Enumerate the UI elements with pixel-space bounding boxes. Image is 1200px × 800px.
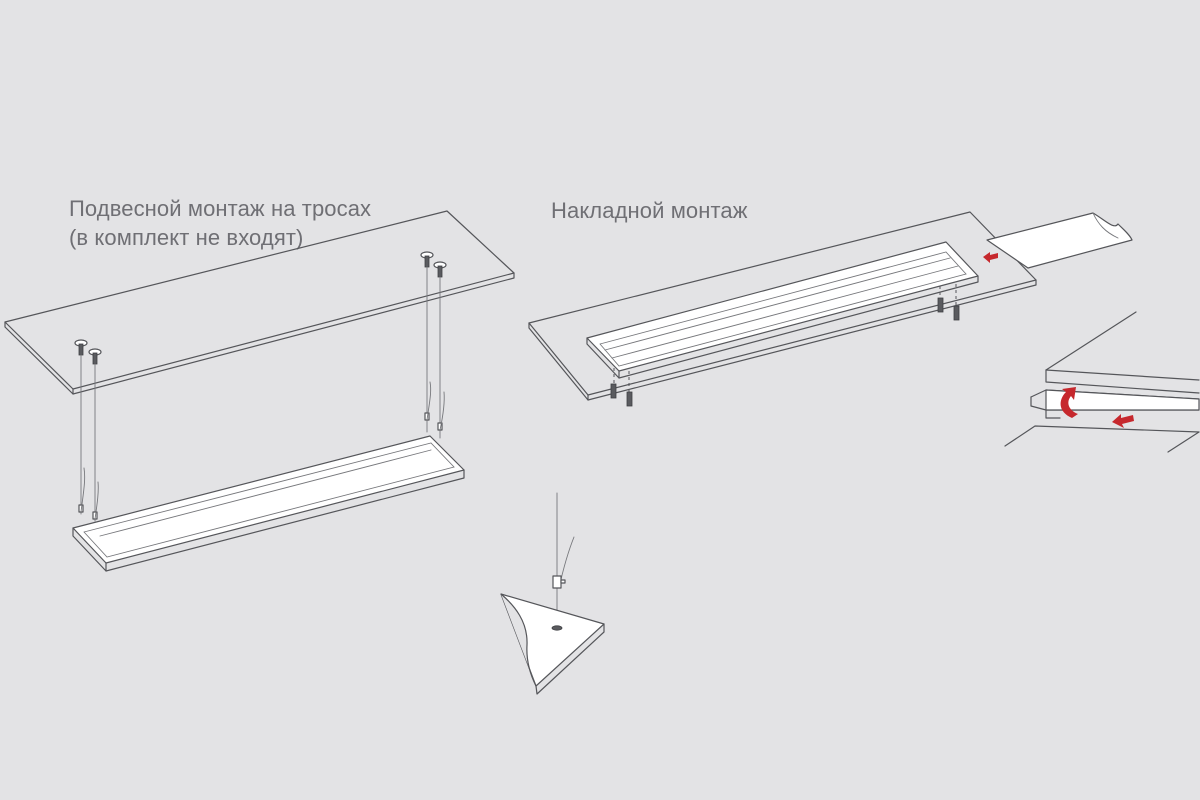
ceiling-anchor-icon bbox=[74, 339, 102, 365]
suspended-mount-title-line2: (в комплект не входят) bbox=[69, 225, 304, 250]
surface-mount-illustration bbox=[528, 211, 1200, 453]
profile-cross-section bbox=[1004, 311, 1200, 453]
cable-gripper-detail bbox=[500, 492, 605, 695]
screw-icon bbox=[610, 297, 960, 407]
suspended-mount-title-line1: Подвесной монтаж на тросах bbox=[69, 196, 372, 221]
ceiling-anchor-icon bbox=[420, 251, 447, 278]
suspended-mount-illustration bbox=[4, 210, 515, 572]
suspended-luminaire bbox=[72, 435, 465, 572]
surface-luminaire-profile bbox=[586, 241, 979, 379]
suspended-mount-title: Подвесной монтаж на тросах (в комплект н… bbox=[69, 194, 371, 252]
surface-mount-title: Накладной монтаж bbox=[551, 198, 748, 223]
ceiling-plane-right bbox=[528, 211, 1037, 401]
diffuser-sheet bbox=[986, 212, 1133, 269]
red-direction-arrow-icon bbox=[983, 252, 998, 263]
suspension-cables bbox=[78, 266, 445, 522]
red-rotate-arrow-icon bbox=[1060, 387, 1078, 418]
ceiling-plane-left bbox=[4, 210, 515, 395]
red-direction-arrow-icon bbox=[1112, 414, 1134, 428]
